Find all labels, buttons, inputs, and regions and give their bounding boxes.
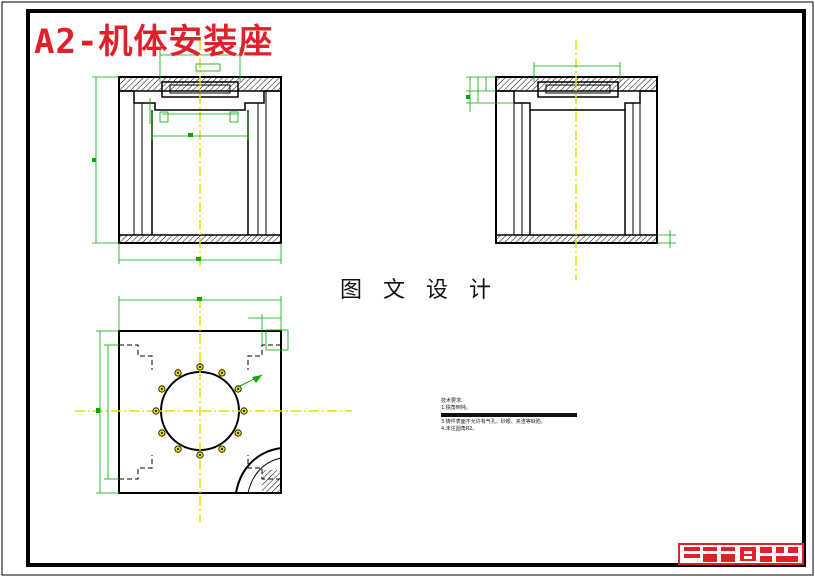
top-dim-marker-top: [197, 297, 202, 301]
side-dim-marker: [466, 95, 470, 99]
top-dim-marker-left: [96, 408, 100, 413]
bolt-hole-center: [221, 371, 223, 374]
side-top-pocket: [537, 81, 619, 98]
bolt-hole-pattern: [152, 363, 248, 459]
bolt-hole-center: [221, 448, 223, 451]
bolt-hole-center: [237, 432, 240, 434]
top-leader-arrow: [252, 375, 262, 383]
top-corner-hatch: [262, 470, 281, 493]
top-view: [75, 296, 352, 522]
bolt-hole-center: [243, 410, 245, 412]
side-view: [466, 40, 676, 280]
drawing-frame: [26, 9, 806, 567]
bolt-hole-center: [199, 366, 201, 368]
top-dimensions: [96, 296, 289, 494]
bolt-hole-center: [177, 448, 179, 451]
tech-notes-heading: 技术要求:: [441, 398, 463, 404]
title-block-gaps: [744, 551, 752, 559]
technical-requirements: 技术要求: 1.锐角倒钝。 3.铸件表面不允许有气孔、砂眼、夹渣等缺陷。 4.未…: [441, 398, 577, 433]
watermark-text: 图 文 设 计: [340, 278, 498, 303]
top-corner-recess: [235, 447, 282, 494]
bolt-hole-center: [155, 410, 157, 412]
bolt-hole-center: [199, 454, 201, 456]
bolt-hole-center: [160, 388, 163, 390]
tech-notes-line-4: 4.未注圆角R2。: [441, 426, 478, 432]
bolt-hole-center: [177, 371, 179, 374]
tech-notes-divider: [441, 413, 577, 417]
tech-notes-line-1: 1.锐角倒钝。: [441, 405, 471, 411]
front-dim-marker-left: [92, 158, 96, 162]
sheet-title: A2-机体安装座: [34, 22, 274, 62]
side-pocket-inner: [545, 84, 611, 94]
bolt-hole-center: [237, 388, 240, 390]
top-corner-recess-inner: [247, 457, 282, 494]
side-dimensions: [466, 62, 676, 248]
front-dim-marker-bottom: [196, 257, 201, 261]
bolt-hole-center: [160, 432, 163, 434]
front-view: [92, 40, 282, 268]
tech-notes-line-3: 3.铸件表面不允许有气孔、砂眼、夹渣等缺陷。: [441, 419, 546, 425]
title-block: [678, 543, 804, 565]
front-dim-marker-bore: [188, 133, 193, 137]
